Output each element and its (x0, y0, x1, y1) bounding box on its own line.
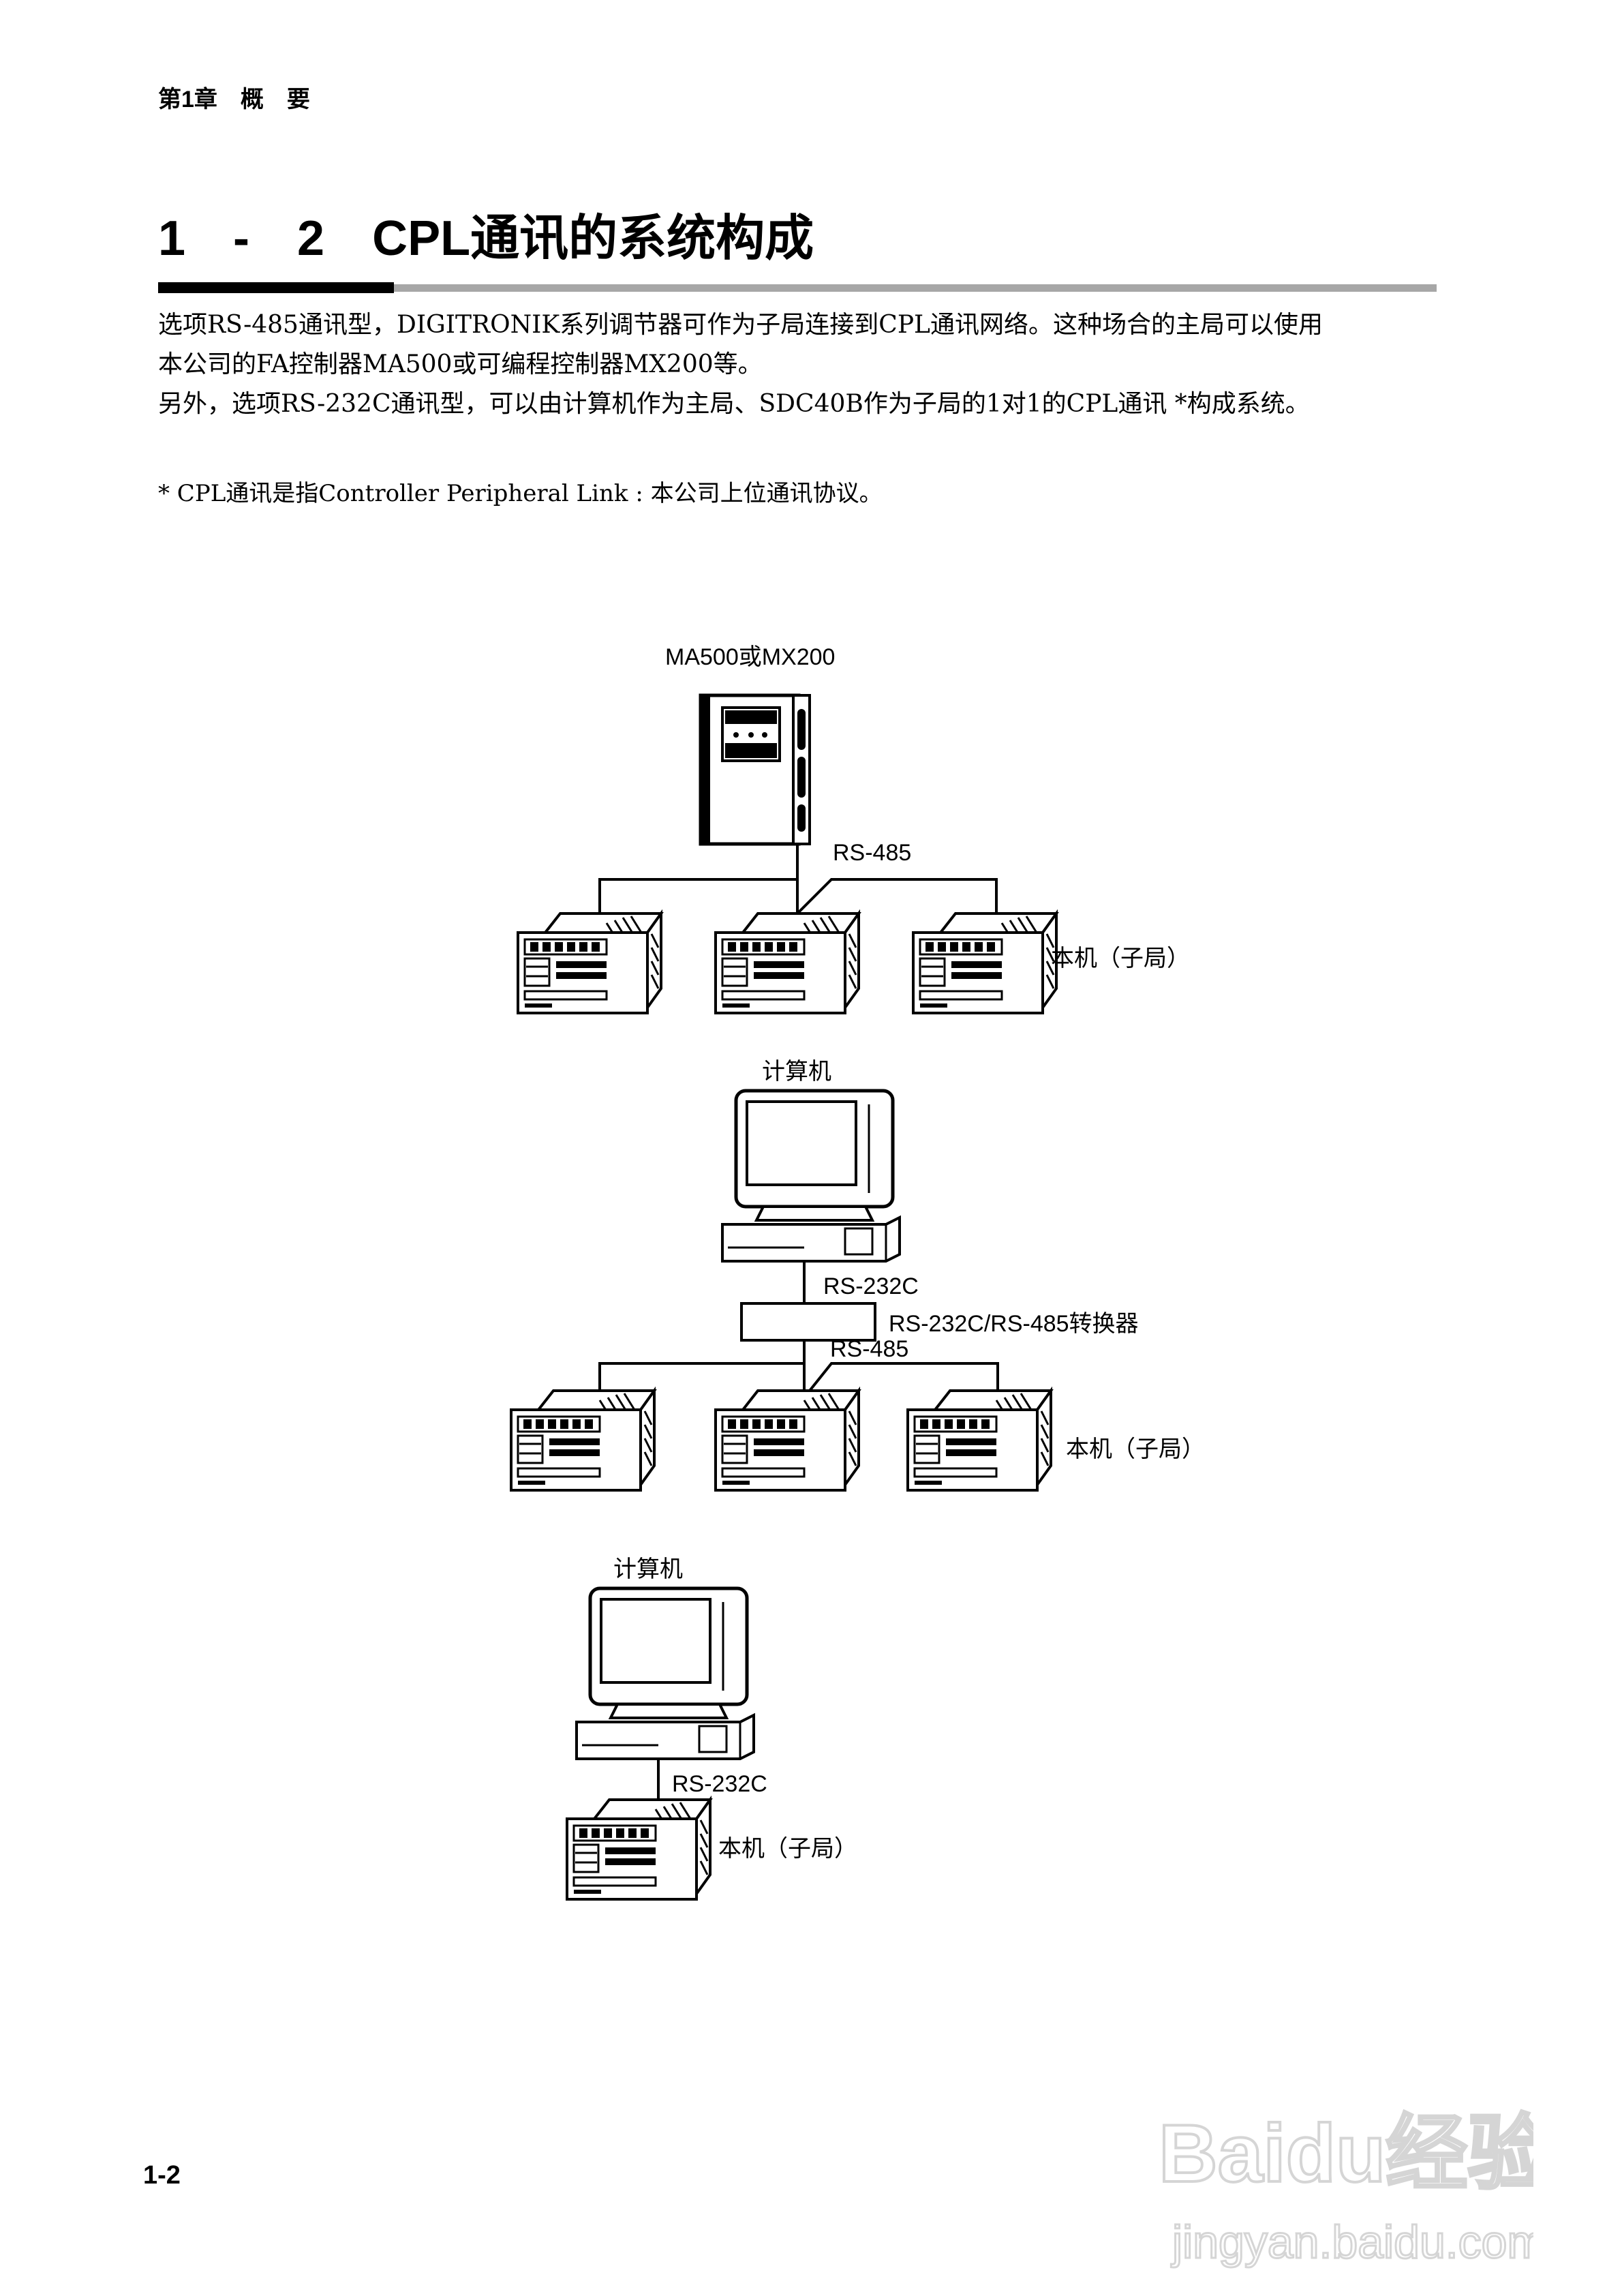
master-label: MA500或MX200 (665, 644, 836, 670)
diagram-2 (510, 1084, 1052, 1492)
master-controller-icon (699, 693, 811, 846)
converter-box (740, 1302, 876, 1342)
controller-icon (517, 912, 662, 1014)
controller-icon (912, 912, 1058, 1014)
watermark-brand: Baidu经验 (1159, 2108, 1533, 2199)
slave-label-3: 本机（子局） (718, 1835, 857, 1862)
slave-label-2: 本机（子局） (1066, 1436, 1205, 1463)
diagram-3 (566, 1582, 1022, 1901)
computer-label-2: 计算机 (613, 1556, 683, 1583)
section-number-major: 1 (158, 211, 186, 266)
computer-icon (577, 1588, 754, 1759)
paragraph-1-line-1: 选项RS-485通讯型，DIGITRONIK系列调节器可作为子局连接到CPL通讯… (158, 311, 1323, 339)
slave-label-1: 本机（子局） (1051, 945, 1190, 972)
section-number-minor: 2 (297, 211, 325, 266)
controller-icon (714, 1389, 860, 1492)
controller-icon (714, 912, 860, 1014)
bus-label-1: RS-485 (833, 840, 912, 866)
section-dash: - (233, 211, 250, 266)
controller-icon (906, 1389, 1052, 1492)
diagram-1 (517, 693, 1058, 1014)
section-title: 1-2 CPL通讯的系统构成 (158, 198, 814, 269)
controller-icon (566, 1798, 711, 1901)
computer-label-1: 计算机 (762, 1058, 831, 1085)
controller-icon (510, 1389, 656, 1492)
page-number: 1-2 (143, 2161, 181, 2190)
footnote: * CPL通讯是指Controller Peripheral Link : 本公… (158, 480, 883, 507)
chapter-header: 第1章 概 要 (158, 87, 310, 112)
link-label-2: RS-232C (823, 1273, 919, 1299)
watermark-url: jingyan.baidu.com (1171, 2216, 1533, 2268)
rs485-bus-1 (598, 844, 998, 927)
converter-label: RS-232C/RS-485转换器 (889, 1311, 1139, 1337)
link-label-3: RS-232C (672, 1771, 767, 1797)
bus-label-2: RS-485 (830, 1336, 909, 1362)
title-rule-black (158, 282, 394, 293)
paragraph-2: 另外，选项RS-232C通讯型，可以由计算机作为主局、SDC40B作为子局的1对… (158, 390, 1310, 418)
paragraph-1-line-2: 本公司的FA控制器MA500或可编程控制器MX200等。 (158, 350, 763, 378)
title-rule-gray (394, 284, 1437, 292)
computer-icon (722, 1091, 900, 1261)
baidu-watermark: Baidu经验 jingyan.baidu.com (1157, 2106, 1533, 2269)
paragraph-1: 选项RS-485通讯型，DIGITRONIK系列调节器可作为子局连接到CPL通讯… (158, 305, 1323, 384)
section-title-text: CPL通讯的系统构成 (372, 211, 814, 266)
